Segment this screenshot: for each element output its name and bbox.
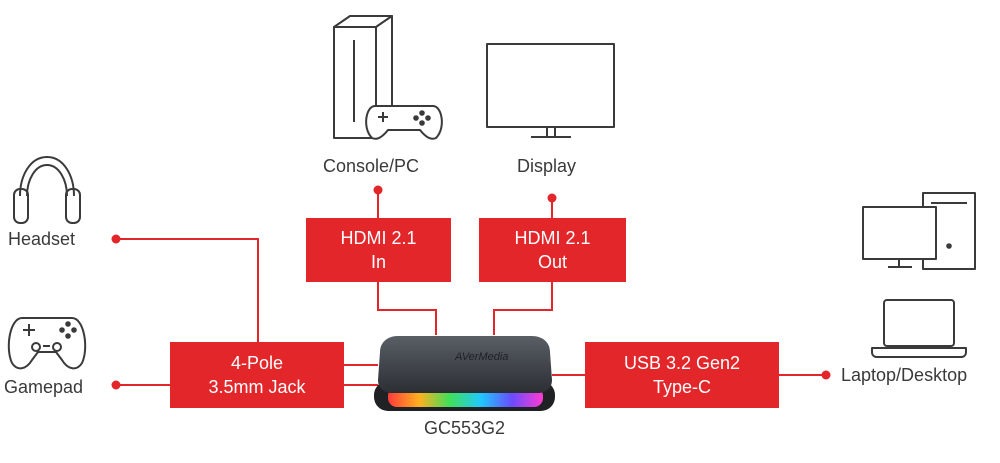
hdmi-out-box: HDMI 2.1 Out — [479, 218, 626, 282]
dot-laptop — [821, 370, 831, 380]
jack-box: 4-Pole 3.5mm Jack — [170, 342, 344, 408]
console-pc-icon — [333, 15, 443, 140]
jack-line1: 4-Pole — [230, 353, 284, 373]
label-console-pc: Console/PC — [323, 156, 420, 176]
line-headset-to-jack — [116, 238, 259, 342]
dot-gamepad — [111, 380, 121, 390]
label-gamepad: Gamepad — [4, 377, 84, 397]
capture-device-icon: AVerMedia — [374, 336, 555, 411]
label-display: Display — [517, 156, 577, 176]
label-headset: Headset — [8, 229, 76, 249]
laptop-icon — [871, 299, 967, 358]
line-hdmi-in-to-device — [377, 282, 437, 335]
desktop-pc-icon — [862, 192, 976, 270]
hdmi-in-line2: In — [370, 252, 386, 272]
hdmi-in-line1: HDMI 2.1 — [340, 228, 417, 248]
hdmi-in-box: HDMI 2.1 In — [306, 218, 451, 282]
jack-line2: 3.5mm Jack — [208, 377, 306, 397]
gamepad-icon — [7, 317, 87, 370]
dot-console — [373, 185, 383, 195]
dot-headset — [111, 234, 121, 244]
label-device: GC553G2 — [424, 418, 506, 438]
usb-box: USB 3.2 Gen2 Type-C — [585, 342, 779, 408]
usb-line1: USB 3.2 Gen2 — [623, 353, 741, 373]
line-hdmi-out-to-device — [493, 282, 553, 335]
usb-line2: Type-C — [652, 377, 712, 397]
connector-lines — [116, 190, 826, 386]
dot-display — [547, 193, 557, 203]
label-laptop-desktop: Laptop/Desktop — [841, 365, 968, 385]
monitor-icon — [486, 43, 615, 138]
connector-dots — [111, 185, 831, 390]
device-logo: AVerMedia — [454, 351, 508, 363]
headset-icon — [13, 156, 81, 224]
hdmi-out-line2: Out — [537, 252, 567, 272]
hdmi-out-line1: HDMI 2.1 — [514, 228, 591, 248]
